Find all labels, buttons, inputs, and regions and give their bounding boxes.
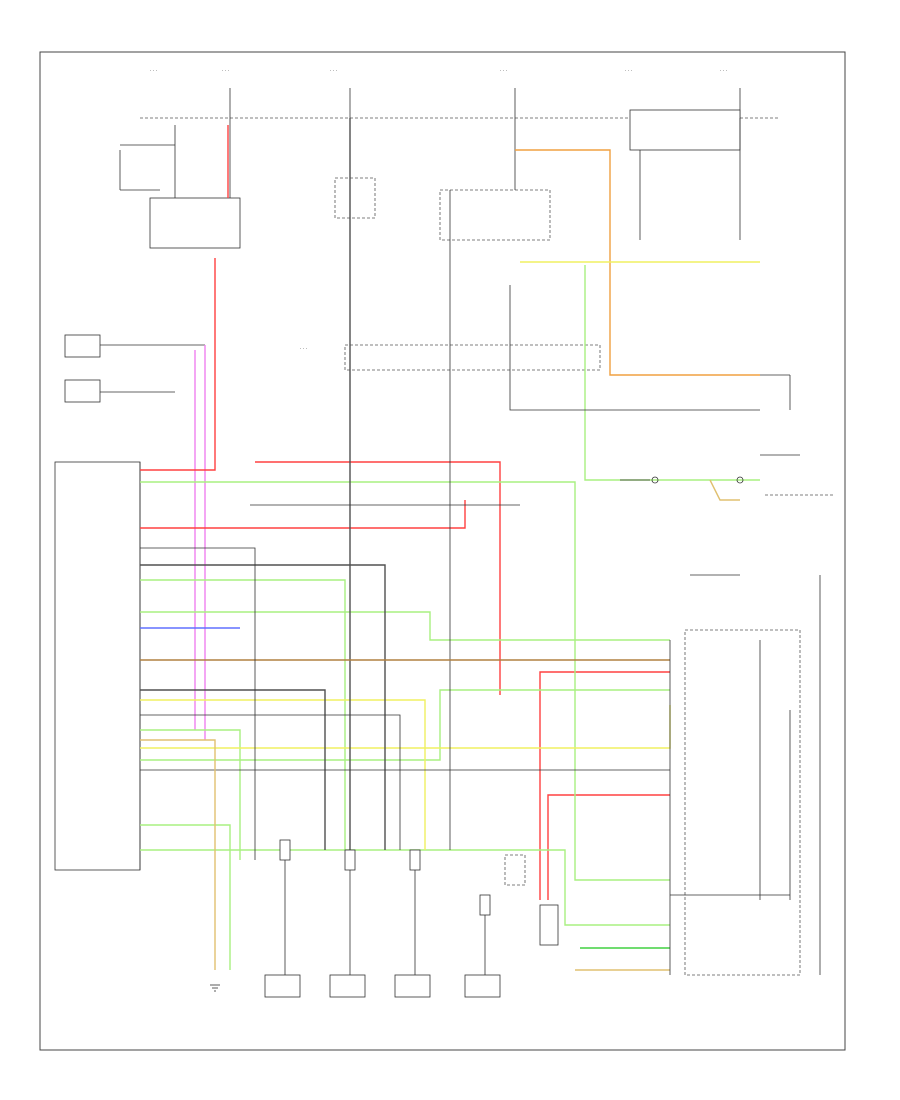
wire-tan-brown xyxy=(140,479,740,971)
front-wheel-sensor-right xyxy=(264,839,301,998)
left-upper-connectors xyxy=(64,334,205,403)
top-fuse-area: · · · · · · · · · · · · · · · · · · xyxy=(140,69,780,119)
wire-black xyxy=(140,504,520,860)
top-left-relay xyxy=(119,118,241,249)
svg-text:· · ·: · · · xyxy=(720,69,727,74)
rear-wheel-sensor-right xyxy=(394,849,431,998)
wheel-sensors xyxy=(264,839,501,998)
svg-text:· · ·: · · · xyxy=(150,69,157,74)
ground-symbol xyxy=(210,984,220,992)
svg-text:· · ·: · · · xyxy=(500,69,507,74)
svg-text:· · ·: · · · xyxy=(300,347,307,352)
svg-text:· · ·: · · · xyxy=(330,69,337,74)
front-wheel-sensor-left xyxy=(329,849,366,998)
svg-text:· · ·: · · · xyxy=(625,69,632,74)
right-switch-block xyxy=(669,575,821,976)
svg-text:· · ·: · · · xyxy=(222,69,229,74)
rear-wheel-sensor-left xyxy=(464,894,501,998)
brake-switch xyxy=(620,476,744,576)
wire-gray xyxy=(140,190,760,850)
wire-dark-gray xyxy=(140,118,386,850)
top-right-relay xyxy=(629,109,741,240)
central-harness-connector: · · · xyxy=(300,344,601,371)
diagram-frame xyxy=(39,51,846,1051)
right-mid-switches xyxy=(760,374,835,496)
pump-motor xyxy=(504,854,559,946)
wire-pink xyxy=(194,345,206,740)
top-center-module xyxy=(334,118,551,241)
abs-control-unit xyxy=(54,461,141,871)
wire-red xyxy=(140,125,670,900)
